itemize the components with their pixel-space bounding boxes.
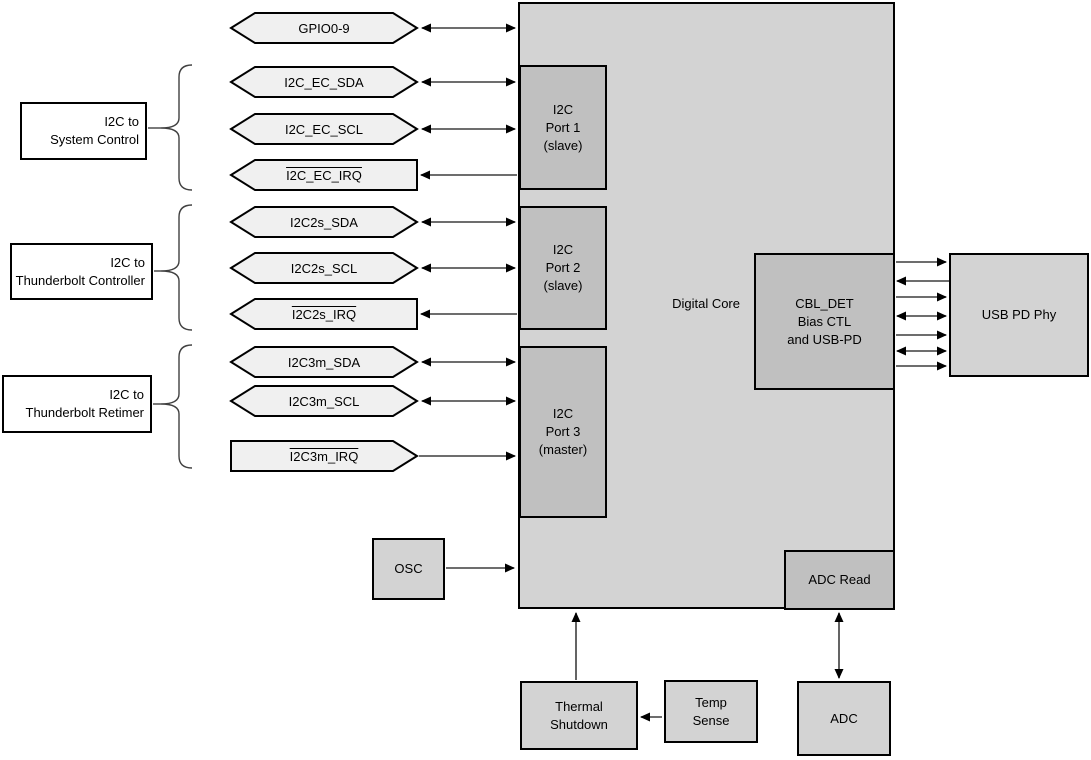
pin-i2c3m-sda-label: I2C3m_SDA <box>287 354 361 370</box>
pin-i2c2s-irq: I2C2s_IRQ <box>229 297 419 331</box>
pin-i2c2s-irq-label: I2C2s_IRQ <box>291 306 357 322</box>
pin-i2c2s-sda: I2C2s_SDA <box>229 205 419 239</box>
i2c-port2-block: I2C Port 2 (slave) <box>519 206 607 330</box>
pin-gpio0-9: GPIO0-9 <box>229 11 419 45</box>
digital-core-label: Digital Core <box>672 296 740 311</box>
label-i2c-system-control: I2C to System Control <box>20 102 147 160</box>
hexagon-shape <box>229 206 419 238</box>
temp-sense-block: Temp Sense <box>664 680 758 743</box>
cbl-det-label: CBL_DET Bias CTL and USB-PD <box>787 295 862 347</box>
flag-left-shape <box>229 159 418 191</box>
hexagon-shape <box>229 385 419 417</box>
pin-i2c2s-scl-label: I2C2s_SCL <box>290 260 358 276</box>
pin-i2c-ec-scl: I2C_EC_SCL <box>229 112 419 146</box>
label-i2c-thunderbolt-controller: I2C to Thunderbolt Controller <box>10 243 153 300</box>
i2c-port2-label: I2C Port 2 (slave) <box>543 242 583 293</box>
hexagon-shape <box>229 66 419 98</box>
label-i2c-system-control-text: I2C to System Control <box>50 114 139 147</box>
pin-i2c3m-sda: I2C3m_SDA <box>229 345 419 379</box>
hexagon-shape <box>229 346 419 378</box>
adc-block: ADC <box>797 681 891 756</box>
pin-i2c-ec-scl-label: I2C_EC_SCL <box>284 121 364 137</box>
thermal-shutdown-label: Thermal Shutdown <box>550 698 608 732</box>
pin-i2c-ec-irq-label: I2C_EC_IRQ <box>286 167 362 183</box>
pin-i2c3m-irq-label: I2C3m_IRQ <box>289 448 359 464</box>
label-i2c-thunderbolt-controller-text: I2C to Thunderbolt Controller <box>15 254 145 288</box>
temp-sense-label: Temp Sense <box>692 694 730 728</box>
thermal-shutdown-block: Thermal Shutdown <box>520 681 638 750</box>
cbl-det-block: CBL_DET Bias CTL and USB-PD <box>754 253 895 390</box>
label-i2c-thunderbolt-retimer: I2C to Thunderbolt Retimer <box>2 375 152 433</box>
hexagon-shape <box>229 113 419 145</box>
brace-thunderbolt-retimer <box>160 344 193 469</box>
brace-system-control <box>160 64 193 191</box>
brace-thunderbolt-controller <box>160 204 193 331</box>
pin-gpio0-9-label: GPIO0-9 <box>298 20 350 36</box>
osc-block: OSC <box>372 538 445 600</box>
flag-left-shape <box>229 298 418 330</box>
adc-read-block: ADC Read <box>784 550 895 610</box>
flag-right-shape <box>230 440 419 472</box>
i2c-port3-label: I2C Port 3 (master) <box>538 406 588 457</box>
i2c-port1-label: I2C Port 1 (slave) <box>543 101 583 153</box>
pin-i2c3m-irq: I2C3m_IRQ <box>229 439 419 473</box>
usb-pd-phy-label: USB PD Phy <box>981 307 1057 322</box>
pin-i2c-ec-sda-label: I2C_EC_SDA <box>284 74 364 90</box>
pin-i2c3m-scl-label: I2C3m_SCL <box>288 393 360 409</box>
i2c-port1-block: I2C Port 1 (slave) <box>519 65 607 190</box>
adc-read-label: ADC Read <box>808 572 871 587</box>
pin-i2c2s-sda-label: I2C2s_SDA <box>290 214 358 230</box>
usb-pd-phy-block: USB PD Phy <box>949 253 1089 377</box>
hexagon-shape <box>229 252 419 284</box>
adc-label: ADC <box>830 710 858 726</box>
pin-i2c3m-scl: I2C3m_SCL <box>229 384 419 418</box>
label-i2c-thunderbolt-retimer-text: I2C to Thunderbolt Retimer <box>25 387 145 420</box>
pin-i2c-ec-sda: I2C_EC_SDA <box>229 65 419 99</box>
pin-i2c-ec-irq: I2C_EC_IRQ <box>229 158 419 192</box>
osc-label: OSC <box>394 561 423 576</box>
pin-i2c2s-scl: I2C2s_SCL <box>229 251 419 285</box>
hexagon-shape <box>229 12 419 44</box>
i2c-port3-block: I2C Port 3 (master) <box>519 346 607 518</box>
